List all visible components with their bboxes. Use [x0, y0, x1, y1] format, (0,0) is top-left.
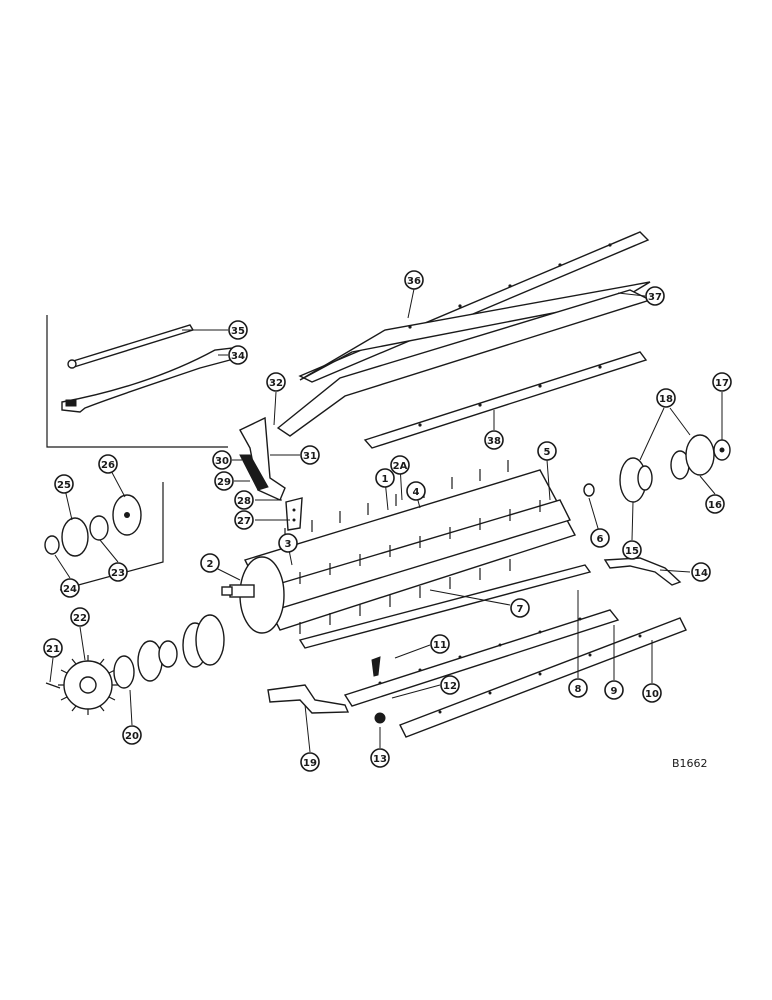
callout-30: 30 — [212, 450, 232, 470]
callout-1: 1 — [375, 468, 395, 488]
callout-6: 6 — [590, 528, 610, 548]
callout-22: 22 — [70, 607, 90, 627]
callout-36: 36 — [404, 270, 424, 290]
drive-sprocket-assembly — [45, 614, 225, 715]
callout-label: 37 — [648, 292, 662, 303]
callout-label: 20 — [125, 731, 139, 742]
callout-label: 38 — [487, 436, 501, 447]
callout-3: 3 — [278, 533, 298, 553]
callout-18: 18 — [656, 388, 676, 408]
callout-label: 10 — [645, 689, 659, 700]
callout-label: 28 — [237, 496, 251, 507]
callout-35: 35 — [228, 320, 248, 340]
right-bearings — [583, 434, 731, 503]
callout-label: 24 — [63, 584, 77, 595]
callout-14: 14 — [691, 562, 711, 582]
callout-label: 2 — [207, 559, 214, 570]
callout-32: 32 — [266, 372, 286, 392]
callout-7: 7 — [510, 598, 530, 618]
left-bearings — [44, 494, 142, 557]
callout-2a: 2A — [390, 455, 410, 475]
callout-label: 30 — [215, 456, 229, 467]
callout-29: 29 — [214, 471, 234, 491]
callout-25: 25 — [54, 474, 74, 494]
callout-label: 29 — [217, 477, 231, 488]
callout-8: 8 — [568, 678, 588, 698]
callout-20: 20 — [122, 725, 142, 745]
callout-37: 37 — [645, 286, 665, 306]
callout-label: 1 — [382, 474, 389, 485]
callout-12: 12 — [440, 675, 460, 695]
callout-4: 4 — [406, 481, 426, 501]
callout-label: 16 — [708, 500, 722, 511]
callout-28: 28 — [234, 490, 254, 510]
callout-label: 4 — [413, 487, 420, 498]
bracket-assembly — [239, 416, 303, 531]
callout-label: 12 — [443, 681, 457, 692]
callout-label: 27 — [237, 516, 251, 527]
callout-label: 11 — [433, 640, 447, 651]
callout-label: 6 — [597, 534, 604, 545]
callout-5: 5 — [537, 441, 557, 461]
callout-label: 32 — [269, 378, 283, 389]
rod-and-lever — [61, 324, 233, 413]
callout-label: 17 — [715, 378, 729, 389]
drawing-id-label: B1662 — [672, 757, 708, 770]
callout-11: 11 — [430, 634, 450, 654]
top-angle-holes — [408, 243, 612, 427]
callout-label: 34 — [231, 351, 245, 362]
pin-and-nut — [371, 656, 386, 724]
group-frame-lines — [46, 315, 228, 591]
leader-lines — [49, 288, 723, 753]
callout-23: 23 — [108, 562, 128, 582]
callout-label: 36 — [407, 276, 421, 287]
callout-label: 18 — [659, 394, 673, 405]
callout-label: 21 — [46, 644, 60, 655]
callout-21: 21 — [43, 638, 63, 658]
callout-label: 9 — [611, 686, 618, 697]
callout-label: 23 — [111, 568, 125, 579]
callout-15: 15 — [622, 540, 642, 560]
callout-label: 31 — [303, 451, 317, 462]
top-angle-assembly — [276, 231, 652, 449]
callout-label: 26 — [101, 460, 115, 471]
callout-13: 13 — [370, 748, 390, 768]
callout-10: 10 — [642, 683, 662, 703]
concave-bar-holes — [378, 617, 642, 714]
callout-label: 8 — [575, 684, 582, 695]
callout-label: 7 — [517, 604, 524, 615]
callout-2: 2 — [200, 553, 220, 573]
callout-label: 15 — [625, 546, 639, 557]
callout-label: 25 — [57, 480, 71, 491]
callout-label: 22 — [73, 613, 87, 624]
callout-label: 13 — [373, 754, 387, 765]
cylinder-drum — [221, 460, 577, 634]
callout-16: 16 — [705, 494, 725, 514]
callout-label: 19 — [303, 758, 317, 769]
callout-label: 5 — [544, 447, 551, 458]
callout-31: 31 — [300, 445, 320, 465]
side-plates — [267, 557, 682, 714]
callout-label: 35 — [231, 326, 245, 337]
callout-24: 24 — [60, 578, 80, 598]
callout-17: 17 — [712, 372, 732, 392]
callout-27: 27 — [234, 510, 254, 530]
callout-label: 14 — [694, 568, 708, 579]
callout-38: 38 — [484, 430, 504, 450]
callout-26: 26 — [98, 454, 118, 474]
callout-9: 9 — [604, 680, 624, 700]
callout-label: 3 — [285, 539, 292, 550]
callout-34: 34 — [228, 345, 248, 365]
callout-label: 2A — [393, 461, 408, 472]
callout-19: 19 — [300, 752, 320, 772]
